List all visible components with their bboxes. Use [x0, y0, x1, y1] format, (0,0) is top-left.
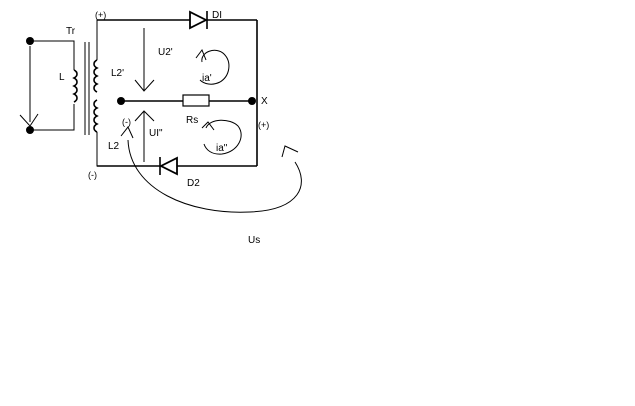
- label-l2: L2: [108, 141, 120, 152]
- ia-prime-loop: [199, 49, 230, 85]
- label-l-primary: L: [59, 72, 65, 83]
- ia-dprime-arrow: [201, 121, 215, 131]
- label-ia-prime: ia': [202, 73, 212, 84]
- u1-dprime-arrow-head: [134, 110, 155, 122]
- label-d2: D2: [187, 178, 200, 189]
- middle-branch: [117, 94, 256, 107]
- label-minus-bottom: (-): [88, 170, 97, 180]
- u2-prime-arrow-head: [134, 79, 155, 92]
- label-us: Us: [248, 235, 260, 246]
- input-voltage-arrow: [19, 113, 39, 127]
- primary-coil: [72, 69, 78, 103]
- secondary-coil-upper: [93, 59, 99, 93]
- transformer-core: [84, 42, 90, 135]
- diode-d1-triangle: [189, 10, 209, 30]
- primary-wire-bottom: [30, 104, 75, 131]
- us-voltage-arc: [120, 126, 302, 213]
- label-tr: Tr: [66, 26, 76, 37]
- secondary-coil-lower: [93, 99, 99, 133]
- us-arc-arrow-right: [281, 145, 299, 158]
- label-l2-prime: L2': [111, 68, 124, 79]
- label-plus-top: (+): [95, 10, 106, 20]
- us-arc-arrow-left: [120, 126, 134, 139]
- primary-circuit: [19, 37, 78, 134]
- bottom-branch: [97, 100, 258, 176]
- ia-dprime-loop: [203, 119, 242, 155]
- label-ia-dprime: ia": [216, 143, 228, 154]
- label-u1-dprime: UI": [149, 128, 163, 139]
- label-x: X: [261, 96, 268, 107]
- voltage-arrows: [134, 28, 155, 162]
- secondary-lead-top: [96, 19, 100, 60]
- secondary-lead-bottom: [96, 132, 100, 167]
- diode-d2-triangle: [158, 156, 178, 176]
- us-arc-curve: [127, 139, 302, 213]
- label-plus-right: (+): [258, 120, 269, 130]
- diode-d1: [189, 10, 209, 30]
- label-rs: Rs: [186, 115, 198, 126]
- top-branch: [97, 10, 258, 100]
- resistor-rs: [182, 94, 210, 107]
- diode-d2: [158, 156, 178, 176]
- primary-wire-top: [30, 40, 75, 70]
- current-loops: [195, 48, 242, 155]
- label-u2-prime: U2': [158, 47, 173, 58]
- label-d1: DI: [212, 10, 222, 21]
- ia-prime-arrow: [195, 48, 207, 61]
- label-minus-mid: (-): [122, 117, 131, 127]
- secondary-coil: [93, 19, 100, 167]
